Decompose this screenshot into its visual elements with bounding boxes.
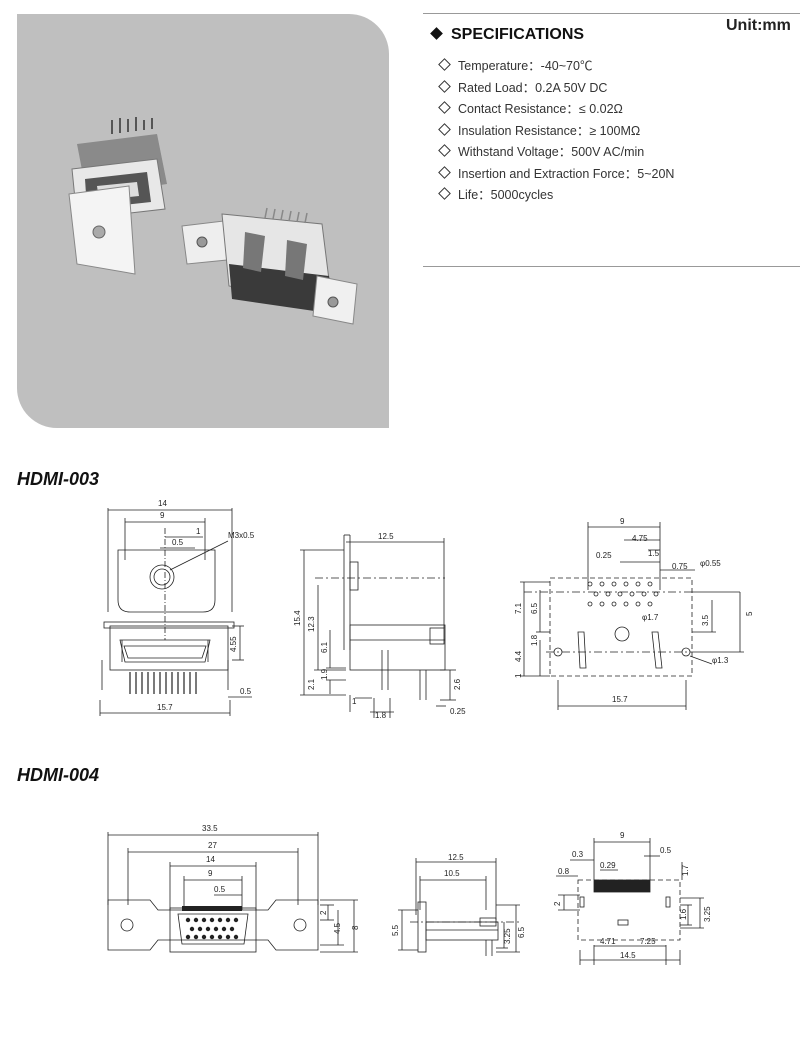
dim-label: 5.5	[391, 924, 400, 936]
connector-photo-2	[181, 207, 358, 325]
spec-item: Insulation Resistance：≥ 100MΩ	[438, 121, 674, 143]
dim-label: 9	[208, 869, 213, 878]
hdmi003-pcb-layout	[520, 522, 744, 710]
dim-label: 2.6	[453, 678, 462, 690]
connector-photo-1	[68, 117, 167, 275]
dim-label: 4.71	[600, 937, 616, 946]
dim-label: M3x0.5	[228, 531, 255, 540]
hdmi003-pcb-labels: 9 4.75 0.25 1.5 0.75 φ0.55 7.1 6.5 φ1.7 …	[514, 517, 754, 704]
dim-label: 14	[206, 855, 215, 864]
dim-label: 0.5	[240, 687, 252, 696]
dim-label: 1.9	[320, 668, 329, 680]
dim-label: 2	[319, 910, 328, 915]
dim-label: 4.55	[229, 636, 238, 652]
dim-label: 6.1	[320, 641, 329, 653]
product-photo-panel	[17, 14, 389, 428]
dim-label: 10.5	[444, 869, 460, 878]
dim-label: 1.8	[530, 634, 539, 646]
dim-label: 0.8	[558, 867, 570, 876]
dim-label: φ1.7	[642, 613, 659, 622]
dim-label: 3.5	[701, 614, 710, 626]
dim-label: 2.1	[307, 678, 316, 690]
dim-label: 4.5	[333, 922, 342, 934]
dim-label: 12.5	[448, 853, 464, 862]
dim-label: 1	[514, 673, 523, 678]
dim-label: 0.75	[672, 562, 688, 571]
dim-label: 14	[158, 499, 167, 508]
spec-bottom-divider	[423, 266, 800, 267]
dim-label: 9	[160, 511, 165, 520]
dim-label: φ0.55	[700, 559, 721, 568]
dim-label: φ1.3	[712, 656, 729, 665]
spec-item: Withstand Voltage：500V AC/min	[438, 142, 674, 164]
dim-label: 1.6	[679, 908, 688, 920]
dim-label: 33.5	[202, 824, 218, 833]
unit-label: Unit:mm	[726, 17, 791, 34]
dim-label: 7.25	[640, 937, 656, 946]
dim-label: 27	[208, 841, 217, 850]
dim-label: 15.7	[612, 695, 628, 704]
spec-item: Rated Load：0.2A 50V DC	[438, 78, 674, 100]
dim-label: 7.1	[514, 602, 523, 614]
dim-label: 4.75	[632, 534, 648, 543]
dim-label: 4.4	[514, 650, 523, 662]
hdmi003-front-labels: 14 9 1 0.5 M3x0.5 4.55 0.5 15.7	[157, 499, 255, 712]
spec-item: Life：5000cycles	[438, 185, 674, 207]
hdmi004-pcb-layout	[556, 838, 704, 965]
dim-label: 0.25	[596, 551, 612, 560]
spec-item: Temperature：-40~70℃	[438, 56, 674, 78]
dim-label: 5	[745, 611, 754, 616]
dim-label: 1	[196, 527, 201, 536]
spec-item: Contact Resistance：≤ 0.02Ω	[438, 99, 674, 121]
hdmi004-front-view	[107, 832, 358, 953]
hdmi004-title: HDMI-004	[17, 765, 100, 785]
dim-label: 12.3	[307, 616, 316, 632]
hdmi004-pcb-labels: 9 0.3 0.5 0.29 1.7 0.8 2 1.6 3.25 4.71 7…	[553, 831, 712, 960]
dim-label: 3.25	[703, 906, 712, 922]
dim-label: 9	[620, 517, 625, 526]
dim-label: 6.5	[517, 926, 526, 938]
product-photo	[68, 117, 358, 325]
dim-label: 3.25	[503, 928, 512, 944]
dim-label: 1.5	[648, 549, 660, 558]
hdmi004-side-labels: 12.5 10.5 5.5 3.25 6.5	[391, 853, 526, 944]
hdmi003-title: HDMI-003	[17, 469, 100, 489]
dim-label: 15.7	[157, 703, 173, 712]
hdmi003-side-view	[300, 534, 456, 718]
dim-label: 8	[351, 925, 360, 930]
dim-label: 6.5	[530, 602, 539, 614]
spec-item: Insertion and Extraction Force：5~20N	[438, 164, 674, 186]
dim-label: 0.25	[450, 707, 466, 716]
dim-label: 0.3	[572, 850, 584, 859]
hdmi003-side-labels: 12.5 15.4 12.3 6.1 1.9 2.1 1 1.8 2.6 0.2…	[293, 532, 466, 720]
hdmi004-front-labels: 33.5 27 14 9 0.5 2 4.5 8	[202, 824, 360, 934]
dim-label: 0.5	[214, 885, 226, 894]
dim-label: 1.7	[681, 864, 690, 876]
spec-top-divider	[423, 13, 800, 14]
dim-label: 14.5	[620, 951, 636, 960]
dim-label: 15.4	[293, 610, 302, 626]
dim-label: 1.8	[375, 711, 387, 720]
dim-label: 9	[620, 831, 625, 840]
spec-list: Temperature：-40~70℃ Rated Load：0.2A 50V …	[438, 56, 674, 207]
dim-label: 0.5	[660, 846, 672, 855]
dim-label: 1	[352, 697, 357, 706]
specifications-title: SPECIFICATIONS	[451, 26, 585, 43]
hdmi004-side-view	[398, 858, 520, 956]
specifications-heading: SPECIFICATIONS	[430, 26, 585, 44]
dim-label: 0.5	[172, 538, 184, 547]
dim-label: 0.29	[600, 861, 616, 870]
dim-label: 2	[553, 901, 562, 906]
hdmi003-front-view	[99, 508, 252, 716]
dim-label: 12.5	[378, 532, 394, 541]
